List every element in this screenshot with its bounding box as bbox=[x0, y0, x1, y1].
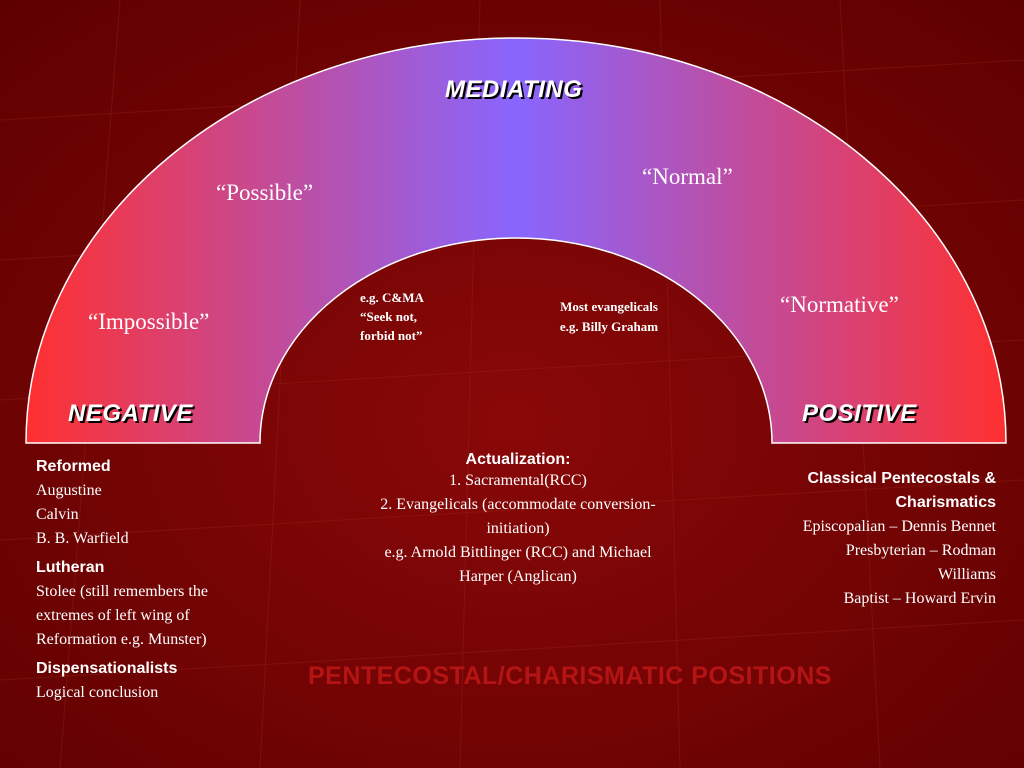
impossible-label: “Impossible” bbox=[88, 309, 210, 334]
lutheran-list: Stolee (still remembers the extremes of … bbox=[36, 583, 208, 648]
negative-label: NEGATIVE bbox=[68, 400, 193, 427]
pentecostals-heading: Classical Pentecostals & Charismatics bbox=[807, 470, 996, 511]
positive-label: POSITIVE bbox=[802, 400, 917, 427]
pentecostals-list: Episcopalian – Dennis Bennet Presbyteria… bbox=[802, 518, 996, 607]
dispensationalists-list: Logical conclusion bbox=[36, 684, 159, 701]
slide-title: PENTECOSTAL/CHARISMATIC POSITIONS bbox=[308, 662, 832, 690]
left-column: Reformed Augustine Calvin B. B. Warfield… bbox=[36, 458, 286, 705]
center-column: Actualization: 1. Sacramental(RCC) 2. Ev… bbox=[330, 451, 706, 589]
possible-label: “Possible” bbox=[216, 180, 314, 205]
normal-label: “Normal” bbox=[642, 164, 733, 189]
actualization-list: 1. Sacramental(RCC) 2. Evangelicals (acc… bbox=[380, 472, 656, 585]
arch-band bbox=[25, 37, 1007, 444]
evangelicals-note: Most evangelicals e.g. Billy Graham bbox=[559, 299, 659, 334]
cma-note: e.g. C&MA “Seek not, forbid not” bbox=[360, 290, 424, 343]
reformed-list: Augustine Calvin B. B. Warfield bbox=[36, 482, 129, 547]
dispensationalists-heading: Dispensationalists bbox=[36, 660, 178, 677]
reformed-heading: Reformed bbox=[36, 458, 111, 475]
right-column: Classical Pentecostals & Charismatics Ep… bbox=[726, 467, 996, 611]
actualization-heading: Actualization: bbox=[465, 451, 571, 468]
mediating-label: MEDIATING bbox=[445, 76, 583, 103]
lutheran-heading: Lutheran bbox=[36, 559, 105, 576]
normative-label: “Normative” bbox=[780, 292, 899, 317]
